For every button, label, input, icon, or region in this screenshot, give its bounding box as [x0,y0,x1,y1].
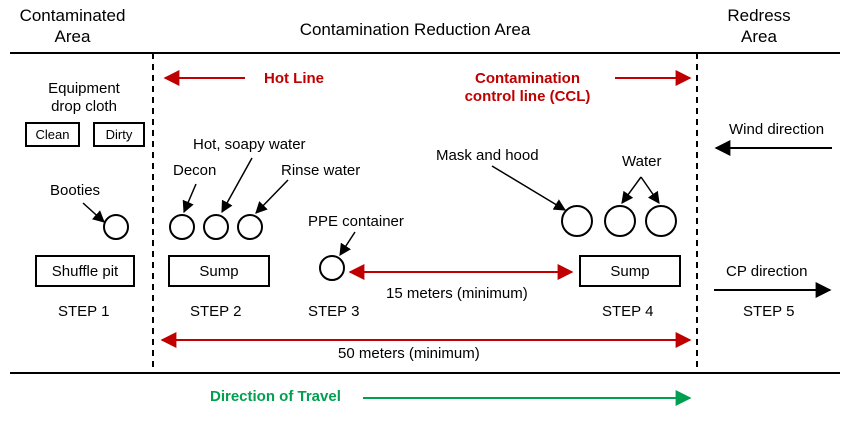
water-label: Water [622,153,662,170]
step-3-label: STEP 3 [308,303,360,320]
sump-left-box: Sump [168,255,270,287]
dirty-box: Dirty [93,122,145,147]
rinse-water-label: Rinse water [281,162,361,179]
decon-arrow [182,183,197,214]
rinse-water-arrow [255,179,289,214]
decon-circle [169,214,195,240]
booties-label: Booties [50,182,101,199]
rinse-water-circle [237,214,263,240]
equipment-drop-cloth-label: Equipment drop cloth [48,80,120,115]
step-4-label: STEP 4 [602,303,654,320]
redress-area-header: Redress Area [727,6,791,46]
booties-circle [103,214,129,240]
water-circle-1 [604,205,636,237]
ppe-container-label: PPE container [308,213,404,230]
mask-and-hood-label: Mask and hood [436,147,539,164]
water-arrow-1 [621,176,642,204]
cp-direction-label: CP direction [726,263,808,280]
ccl-label: Contamination control line (CCL) [464,70,591,105]
fifty-meters-label: 50 meters (minimum) [338,345,480,362]
contaminated-area-header: Contaminated Area [19,6,126,46]
contamination-reduction-area-header: Contamination Reduction Area [299,20,531,39]
ppe-container-circle [319,255,345,281]
hot-soapy-water-arrow [221,157,253,214]
decon-label: Decon [173,162,217,179]
water-circle-2 [645,205,677,237]
sump-right-box: Sump [579,255,681,287]
step-1-label: STEP 1 [58,303,110,320]
hot-soapy-water-label: Hot, soapy water [193,136,306,153]
booties-arrow [82,202,105,223]
water-arrow-2 [640,176,660,204]
step-2-label: STEP 2 [190,303,242,320]
direction-of-travel-label: Direction of Travel [210,388,341,405]
hot-soapy-water-circle [203,214,229,240]
step-5-label: STEP 5 [743,303,795,320]
hot-line-label: Hot Line [264,70,324,87]
wind-direction-label: Wind direction [729,121,825,138]
mask-and-hood-circle [561,205,593,237]
fifteen-meters-label: 15 meters (minimum) [386,285,528,302]
shuffle-pit-box: Shuffle pit [35,255,135,287]
mask-and-hood-arrow [491,165,567,211]
ppe-container-arrow [339,231,356,257]
clean-box: Clean [25,122,80,147]
